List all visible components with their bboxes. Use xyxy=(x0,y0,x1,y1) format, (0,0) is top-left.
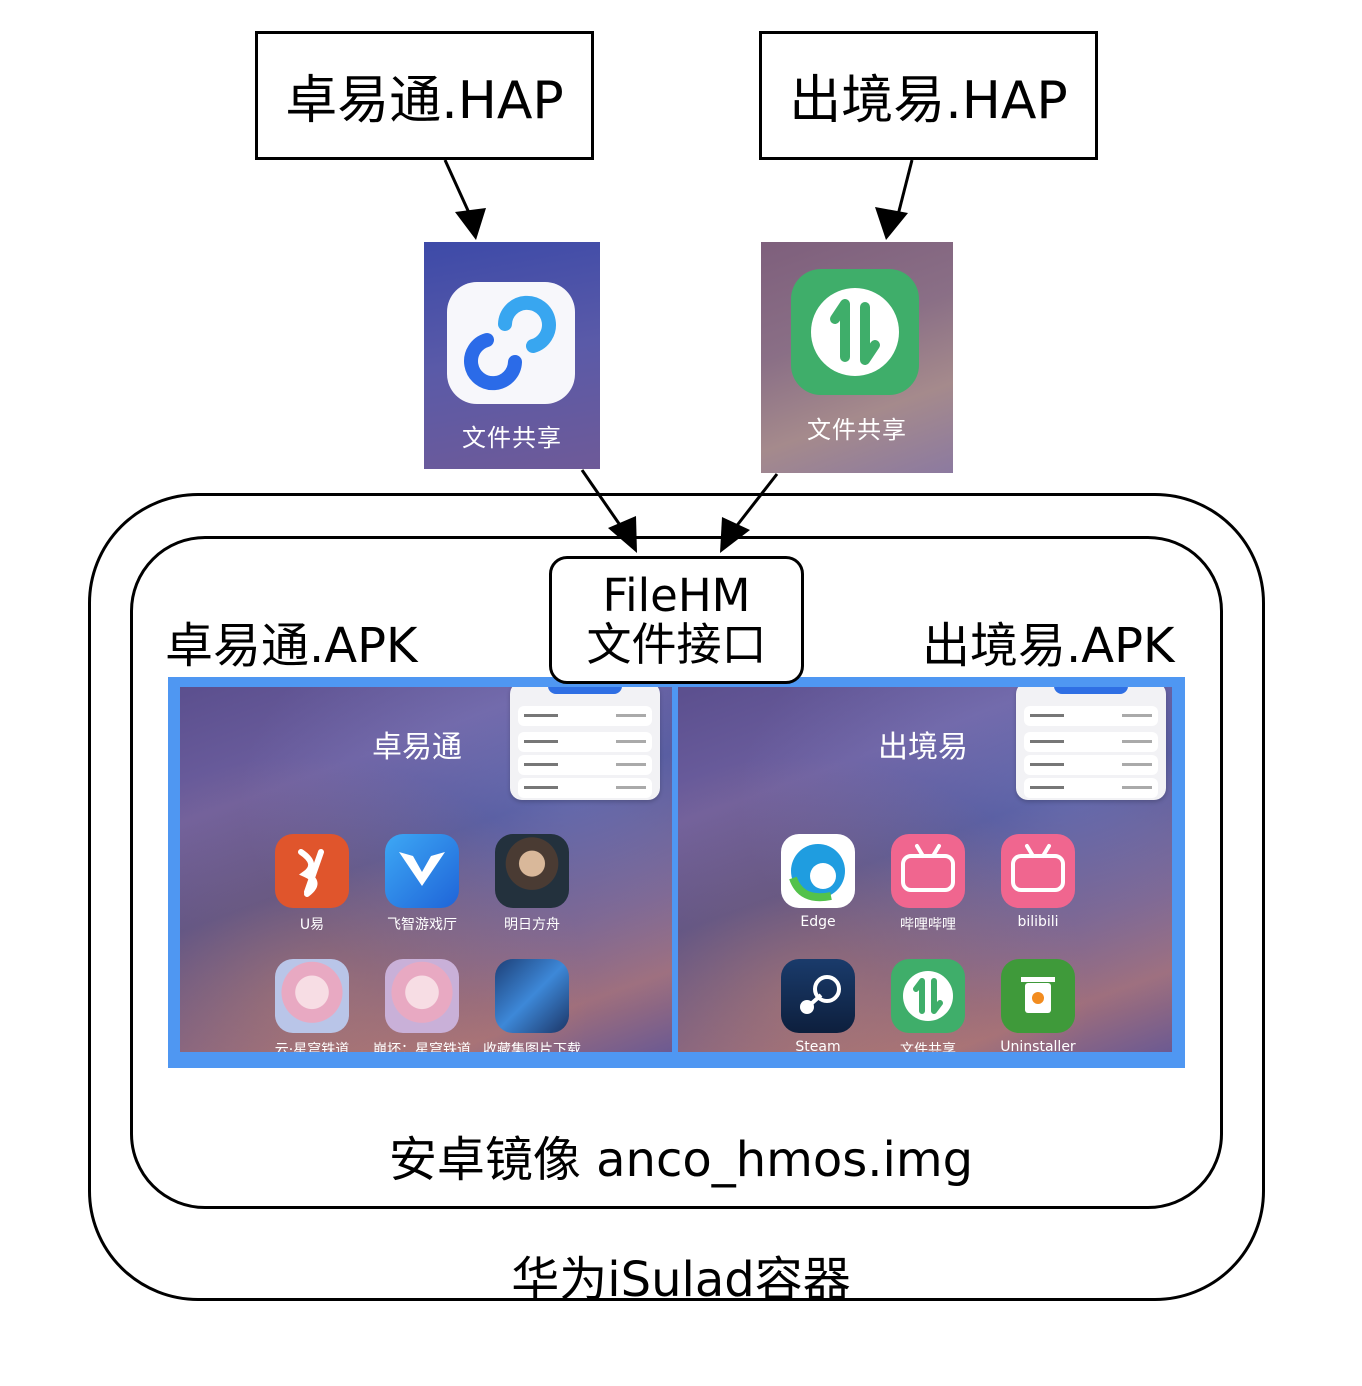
app-label: 崩坏：星穹铁道 xyxy=(373,1042,471,1052)
arrowhead-right-hap xyxy=(875,207,908,240)
screen-chujingyi: 出境易 Edge 哔哩哔哩 bilibili xyxy=(678,687,1172,1052)
app-uninstaller[interactable]: Uninstaller xyxy=(983,959,1093,1052)
app-uyi[interactable]: U易 xyxy=(257,834,367,934)
app-label: 云·星穹铁道 xyxy=(274,1042,350,1052)
screen-title-left: 卓易通 xyxy=(372,730,462,765)
file-share-app-zhuoyitong: 文件共享 xyxy=(424,242,600,469)
app-label: Steam xyxy=(795,1039,841,1052)
apk-label-chujingyi: 出境易.APK xyxy=(922,618,1175,674)
android-screenshots: 卓易通 U易 飞智游戏厅 明日方舟 云·星穹铁道 xyxy=(168,677,1185,1068)
app-file-share[interactable]: 文件共享 xyxy=(873,959,983,1052)
filehm-line1: FileHM xyxy=(602,568,751,622)
android-image-label: 安卓镜像 anco_hmos.img xyxy=(388,1132,974,1188)
app-label: 明日方舟 xyxy=(504,917,560,933)
uyi-icon xyxy=(275,834,349,908)
android-image-box xyxy=(130,536,1223,1209)
sync-arrows-icon xyxy=(891,959,965,1033)
feizhi-icon xyxy=(385,834,459,908)
app-feizhi[interactable]: 飞智游戏厅 xyxy=(367,834,477,934)
hap-box-zhuoyitong: 卓易通.HAP xyxy=(255,31,594,160)
steam-icon xyxy=(781,959,855,1033)
file-share-app-chujingyi: 文件共享 xyxy=(761,242,953,473)
screen-zhuoyitong: 卓易通 U易 飞智游戏厅 明日方舟 云·星穹铁道 xyxy=(180,687,672,1052)
trash-icon xyxy=(1001,959,1075,1033)
app-collection-download[interactable]: 收藏集图片下载 xyxy=(477,959,587,1052)
device-info-card xyxy=(510,687,660,800)
collection-icon xyxy=(495,959,569,1033)
filehm-interface: FileHM 文件接口 xyxy=(549,556,804,684)
edge-icon xyxy=(781,834,855,908)
cloud-starrail-icon xyxy=(275,959,349,1033)
hap-box-chujingyi: 出境易.HAP xyxy=(759,31,1098,160)
file-share-caption-left: 文件共享 xyxy=(462,424,562,452)
arrowhead-left-hap xyxy=(455,208,486,240)
filehm-line2: 文件接口 xyxy=(586,618,767,671)
app-edge[interactable]: Edge xyxy=(763,834,873,930)
file-share-caption-right: 文件共享 xyxy=(807,416,907,444)
bilibili-icon xyxy=(1001,834,1075,908)
bilibili-icon xyxy=(891,834,965,908)
app-arknights[interactable]: 明日方舟 xyxy=(477,834,587,934)
app-bilibili[interactable]: bilibili xyxy=(983,834,1093,930)
app-label: 飞智游戏厅 xyxy=(387,917,457,933)
arrow-right-hap xyxy=(896,159,914,216)
starrail-icon xyxy=(385,959,459,1033)
apk-label-zhuoyitong: 卓易通.APK xyxy=(165,618,418,674)
app-label: 收藏集图片下载 xyxy=(483,1042,581,1052)
link-loop-icon xyxy=(447,282,575,404)
app-label: Edge xyxy=(800,914,836,930)
app-bilibili-cn[interactable]: 哔哩哔哩 xyxy=(873,834,983,934)
app-label: bilibili xyxy=(1017,914,1059,930)
app-cloud-starrail[interactable]: 云·星穹铁道 xyxy=(257,959,367,1052)
container-label: 华为iSulad容器 xyxy=(511,1252,851,1308)
screen-title-right: 出境易 xyxy=(878,730,968,765)
app-label: Uninstaller xyxy=(1000,1039,1076,1052)
arrow-left-hap xyxy=(443,159,472,216)
app-label: 文件共享 xyxy=(900,1042,956,1052)
app-label: U易 xyxy=(299,917,325,933)
device-info-card xyxy=(1016,687,1166,800)
hap-box-chujingyi-label: 出境易.HAP xyxy=(789,71,1068,131)
isulad-container xyxy=(88,493,1265,1301)
app-starrail[interactable]: 崩坏：星穹铁道 xyxy=(367,959,477,1052)
hap-box-zhuoyitong-label: 卓易通.HAP xyxy=(285,71,564,131)
arknights-icon xyxy=(495,834,569,908)
sync-arrows-icon xyxy=(791,269,919,395)
app-label: 哔哩哔哩 xyxy=(900,917,956,933)
app-steam[interactable]: Steam xyxy=(763,959,873,1052)
